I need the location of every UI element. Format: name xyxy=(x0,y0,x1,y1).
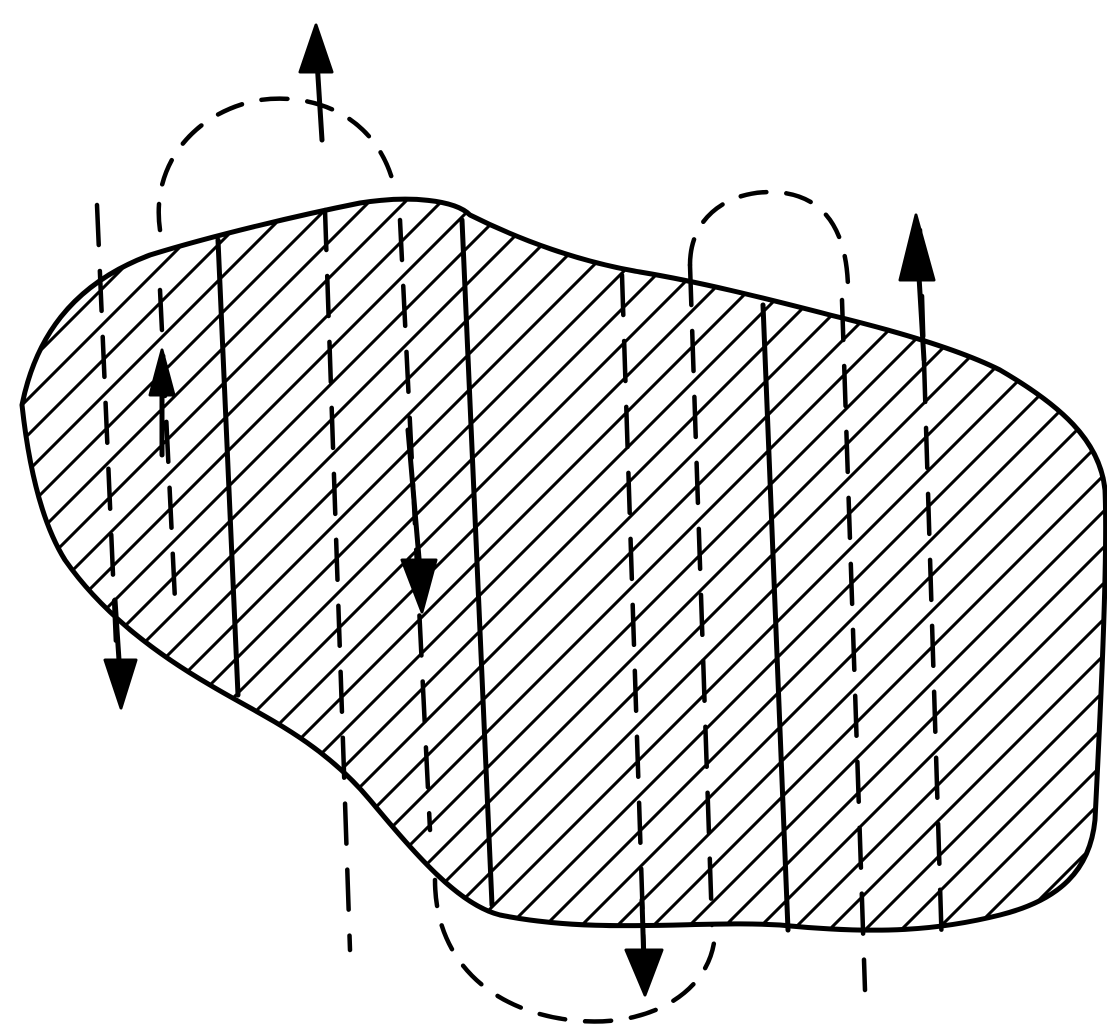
hatch-line xyxy=(404,0,1107,1031)
hatch-line xyxy=(0,0,247,1031)
hatch-line xyxy=(0,0,391,1031)
arrow-down-middle xyxy=(402,430,436,612)
hatch-line xyxy=(764,0,1107,1031)
hatch-line xyxy=(0,0,211,1031)
hatch-line xyxy=(0,0,427,1031)
hatch-line xyxy=(0,0,967,1031)
hatch-line xyxy=(0,0,643,1031)
hatch-line xyxy=(260,0,1107,1031)
solid-line-2 xyxy=(462,220,492,905)
hatch-line xyxy=(116,0,1107,1031)
arrow-up-top xyxy=(300,25,332,140)
hatch-line xyxy=(0,0,751,1031)
hatch-line xyxy=(0,0,931,1031)
arrow-down-left xyxy=(105,600,136,708)
hatch-line xyxy=(0,0,715,1031)
hatch-line xyxy=(0,0,679,1031)
loop-top-right xyxy=(690,192,848,300)
arrowhead-down-icon xyxy=(105,660,136,708)
hatch-line xyxy=(0,0,103,1031)
dashed-line-6 xyxy=(690,265,712,925)
hatch-line xyxy=(0,0,175,1031)
arrowhead-up-icon xyxy=(300,25,332,72)
hatch-line xyxy=(0,0,355,1031)
arrowhead-down-icon xyxy=(626,950,662,995)
arrowhead-up-icon xyxy=(900,215,934,280)
hatch-line xyxy=(0,0,139,1031)
hatch-line xyxy=(836,0,1107,1031)
hatch-line xyxy=(0,0,535,1031)
hatch-line xyxy=(476,0,1107,1031)
hatch-line xyxy=(620,0,1107,1031)
hatch-line xyxy=(0,0,1003,1031)
hatch-line xyxy=(0,0,499,1031)
hatch-line xyxy=(0,0,607,1031)
hatch-line xyxy=(0,0,895,1031)
dashed-line-3 xyxy=(325,210,350,950)
loop-bottom xyxy=(435,880,715,1022)
hatch-line xyxy=(692,0,1107,1031)
hatch-line xyxy=(0,0,823,1031)
hatch-line xyxy=(908,0,1107,1031)
arrowhead-up-icon xyxy=(150,350,174,395)
hatch-line xyxy=(980,0,1107,1031)
hatch-line xyxy=(0,0,31,1031)
arrow-down-bottom xyxy=(626,900,662,995)
hatch-line xyxy=(188,0,1107,1031)
arrowhead-down-icon xyxy=(402,560,436,612)
